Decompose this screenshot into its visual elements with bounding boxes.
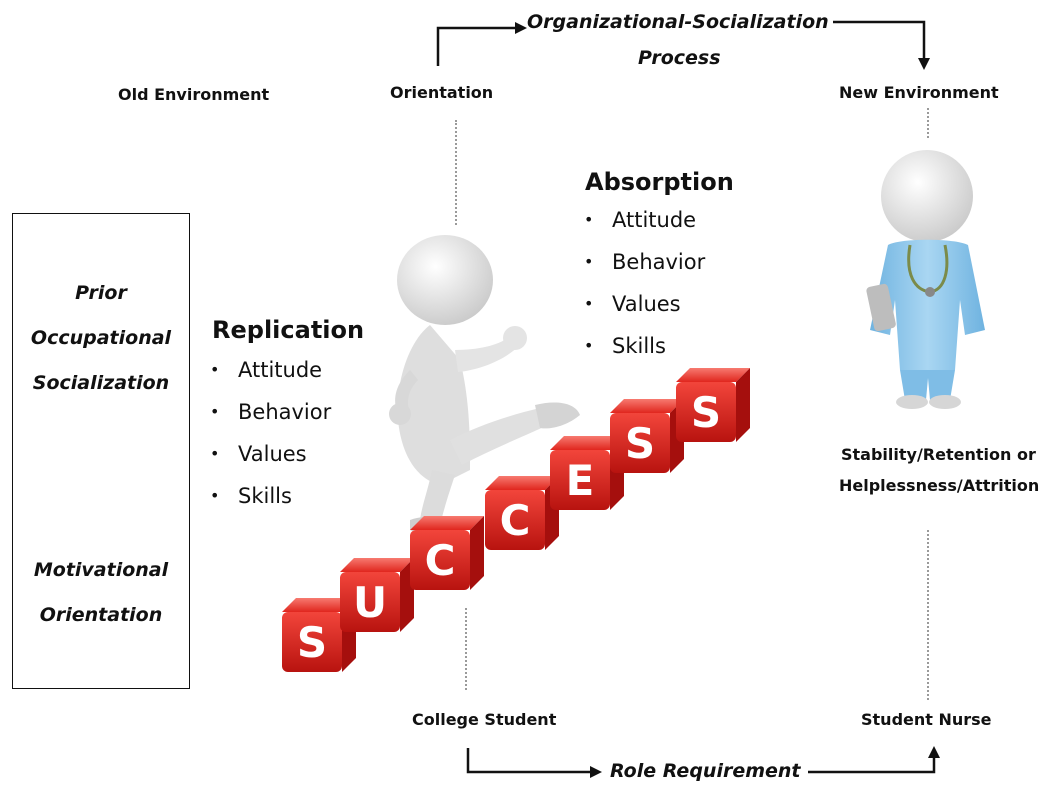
stick-figure-climbing <box>389 235 580 534</box>
outcome-label-line1: Stability/Retention or <box>841 445 1036 464</box>
old-environment-label: Old Environment <box>118 85 270 104</box>
success-letter: C <box>425 536 456 585</box>
success-cube: C <box>485 476 559 550</box>
college-student-label: College Student <box>412 710 557 729</box>
success-letter: S <box>625 419 655 468</box>
orientation-dotted-line <box>455 120 457 225</box>
replication-item: Attitude <box>210 349 331 391</box>
student-nurse-dotted-line <box>927 530 929 700</box>
absorption-item: Attitude <box>584 199 705 241</box>
success-cube: U <box>340 558 414 632</box>
nurse-figure <box>866 150 985 409</box>
student-nurse-label: Student Nurse <box>861 710 992 729</box>
success-letter: E <box>566 456 595 505</box>
motivational-label-line2: Orientation <box>39 604 163 626</box>
replication-list: Attitude Behavior Values Skills <box>210 349 331 517</box>
bottom-role-arrow <box>466 748 936 774</box>
success-cube: C <box>410 516 484 590</box>
top-arrowhead-right <box>515 22 527 34</box>
replication-heading: Replication <box>212 316 365 344</box>
new-environment-dotted-line <box>927 108 929 138</box>
prior-label-line1: Prior <box>75 282 127 304</box>
bottom-arrowhead-right <box>590 766 602 778</box>
process-label-bottom: Role Requirement <box>610 760 801 782</box>
success-letter: S <box>691 388 721 437</box>
success-cube: S <box>676 368 750 442</box>
bottom-arrowhead-up <box>928 746 940 758</box>
top-process-arrow <box>436 20 926 66</box>
success-letter: U <box>353 578 387 627</box>
absorption-item: Behavior <box>584 241 705 283</box>
prior-label-line3: Socialization <box>32 372 170 394</box>
motivational-label-line1: Motivational <box>33 559 169 581</box>
replication-item: Skills <box>210 475 331 517</box>
success-cube: S <box>610 399 684 473</box>
absorption-item: Skills <box>584 325 705 367</box>
replication-item: Values <box>210 433 331 475</box>
replication-item: Behavior <box>210 391 331 433</box>
absorption-item: Values <box>584 283 705 325</box>
top-arrowhead-down <box>918 58 930 70</box>
new-environment-label: New Environment <box>839 83 999 102</box>
success-letter: C <box>500 496 531 545</box>
orientation-label: Orientation <box>390 83 494 102</box>
success-letter: S <box>297 618 327 667</box>
college-student-dotted-line <box>465 608 467 690</box>
process-label-top: Organizational-Socialization <box>527 11 829 33</box>
absorption-list: Attitude Behavior Values Skills <box>584 199 705 367</box>
outcome-label-line2: Helplessness/Attrition <box>839 476 1040 495</box>
absorption-heading: Absorption <box>585 168 734 196</box>
prior-socialization-box <box>12 213 190 689</box>
process-label-top-line2: Process <box>638 47 721 69</box>
prior-label-line2: Occupational <box>30 327 172 349</box>
